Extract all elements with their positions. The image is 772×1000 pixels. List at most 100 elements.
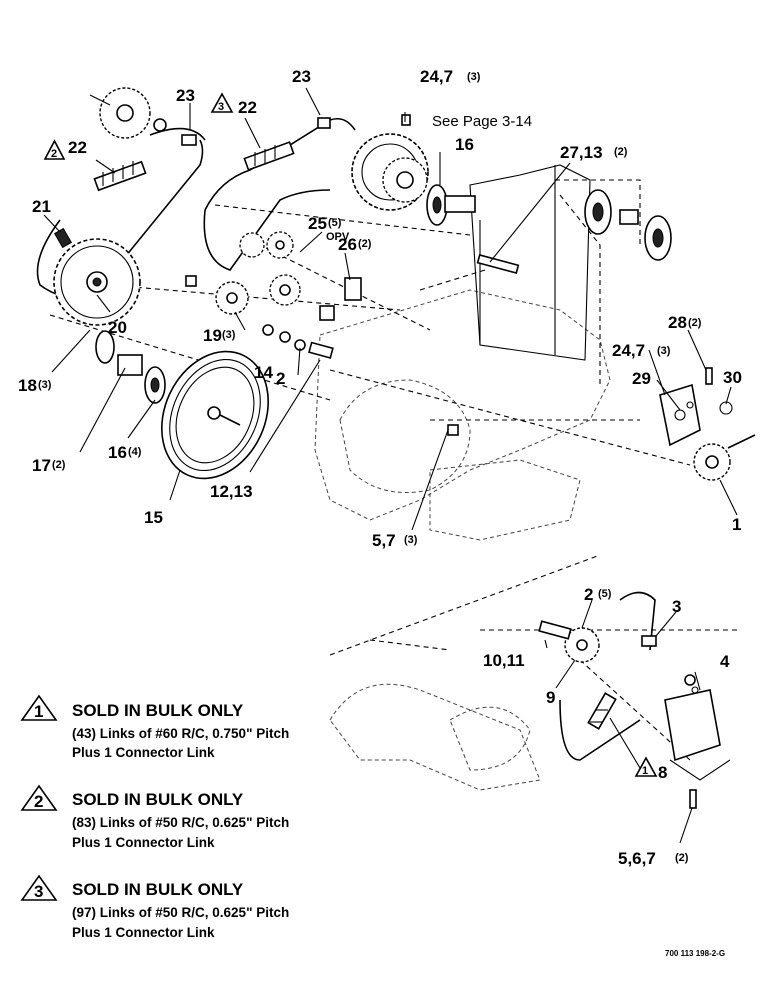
callout-25: 25 [308, 214, 327, 233]
callout-27-13-qty: (2) [614, 146, 628, 158]
hub-16a [426, 184, 476, 226]
shaft-parts [185, 275, 362, 359]
callout-26: 26 [338, 235, 357, 254]
chain-link-22b [243, 141, 295, 171]
callout-5-6-7-qty: (2) [675, 852, 689, 864]
callout-tri-1: 1 [642, 765, 648, 777]
callout-2c-qty: (5) [598, 588, 612, 600]
callout-5-7-qty: (3) [404, 534, 418, 546]
callout-14: 14 [254, 363, 273, 382]
chain-connector-23b [317, 117, 331, 129]
sprocket-top-center [351, 133, 429, 211]
sprocket-1 [693, 434, 756, 481]
callout-28: 28 [668, 313, 687, 332]
callout-27-13: 27,13 [560, 143, 603, 162]
note-triangle-3-icon [20, 874, 58, 901]
note-3: 3 SOLD IN BULK ONLY (97) Links of #50 R/… [20, 874, 289, 940]
callout-29: 29 [632, 369, 651, 388]
callout-5-6-7: 5,6,7 [618, 849, 656, 868]
note-2-line1: (83) Links of #50 R/C, 0.625" Pitch [72, 815, 289, 830]
callout-28-qty: (2) [688, 317, 702, 329]
sprocket-9 [564, 627, 600, 663]
note-triangle-1-diagram [634, 756, 658, 777]
pulley-15 [160, 350, 270, 480]
callout-21: 21 [32, 197, 51, 216]
callout-25-qty: (5) [328, 217, 342, 229]
callout-26-qty: (2) [358, 238, 372, 250]
leader-lines [43, 87, 738, 844]
callout-17-qty: (2) [52, 459, 66, 471]
sprocket-25a [239, 231, 294, 259]
callout-30: 30 [723, 368, 742, 387]
note-3-line2: Plus 1 Connector Link [72, 925, 215, 940]
callout-12-13: 12,13 [210, 482, 253, 501]
housing-ghost-outline [314, 164, 611, 791]
callout-19-qty: (3) [222, 329, 236, 341]
callout-16a: 16 [455, 135, 474, 154]
callout-4: 4 [720, 652, 730, 671]
callout-2b: 2 [276, 369, 285, 388]
callout-23a: 23 [176, 86, 195, 105]
sprocket-20 [53, 238, 141, 326]
callout-tri-3: 3 [218, 101, 224, 113]
callout-24-7a: 24,7 [420, 67, 453, 86]
note-2: 2 SOLD IN BULK ONLY (83) Links of #50 R/… [20, 784, 289, 850]
callout-15: 15 [144, 508, 163, 527]
callout-10-11: 10,11 [483, 651, 525, 670]
note-1: 1 SOLD IN BULK ONLY (43) Links of #60 R/… [20, 694, 289, 760]
note-3-number: 3 [34, 882, 43, 901]
drive-chains [36, 117, 656, 761]
chain-connector-23a [181, 134, 197, 146]
callout-5-7: 5,7 [372, 531, 396, 550]
callout-25-opv: OPV [326, 231, 350, 243]
bearing-assembly-16-17 [95, 330, 166, 404]
shaft-centerlines [49, 179, 740, 761]
callout-1: 1 [732, 515, 741, 534]
chain-link-8 [587, 692, 617, 730]
bracket-29 [659, 383, 701, 447]
callout-22a: 22 [68, 138, 87, 157]
callout-22b: 22 [238, 98, 257, 117]
sprocket-25b [269, 274, 301, 306]
callout-24-7b-qty: (3) [657, 345, 671, 357]
bracket-4 [664, 674, 731, 809]
callout-18-qty: (3) [38, 379, 52, 391]
sprocket-19 [215, 281, 249, 315]
callout-2c: 2 [584, 585, 593, 604]
note-2-number: 2 [34, 792, 43, 811]
callout-tri-2: 2 [51, 148, 57, 160]
chain-connector-3 [641, 635, 657, 647]
note-3-line1: (97) Links of #50 R/C, 0.625" Pitch [72, 905, 289, 920]
callout-24-7a-qty: (3) [467, 71, 481, 83]
see-page-note: See Page 3-14 [432, 113, 532, 130]
note-triangle-3-diagram [210, 92, 234, 113]
note-triangle-2-icon [20, 784, 58, 811]
sprocket-top-left [89, 87, 167, 139]
callout-20: 20 [108, 318, 127, 337]
callout-8: 8 [658, 763, 667, 782]
part-callouts: 23 22 2 3 22 23 24,7 (3) See Page 3-14 1… [18, 67, 742, 868]
note-triangle-1-icon [20, 694, 58, 721]
note-triangle-2-diagram [43, 139, 66, 160]
note-3-title: SOLD IN BULK ONLY [72, 880, 244, 899]
callout-24-7b: 24,7 [612, 341, 645, 360]
callout-16b: 16 [108, 443, 127, 462]
bearing-assembly-27 [584, 189, 672, 261]
callout-16b-qty: (4) [128, 446, 142, 458]
callout-19: 19 [203, 326, 222, 345]
note-1-line1: (43) Links of #60 R/C, 0.750" Pitch [72, 726, 289, 741]
callout-23b: 23 [292, 67, 311, 86]
note-1-title: SOLD IN BULK ONLY [72, 701, 244, 720]
note-2-title: SOLD IN BULK ONLY [72, 790, 244, 809]
note-2-line2: Plus 1 Connector Link [72, 835, 215, 850]
note-1-line2: Plus 1 Connector Link [72, 745, 215, 760]
note-1-number: 1 [34, 702, 43, 721]
callout-3b: 3 [672, 597, 681, 616]
callout-9: 9 [546, 688, 555, 707]
chain-link-22a [93, 160, 147, 192]
callout-17: 17 [32, 456, 51, 475]
callout-18: 18 [18, 376, 37, 395]
figure-code: 700 113 198-2-G [665, 949, 725, 958]
